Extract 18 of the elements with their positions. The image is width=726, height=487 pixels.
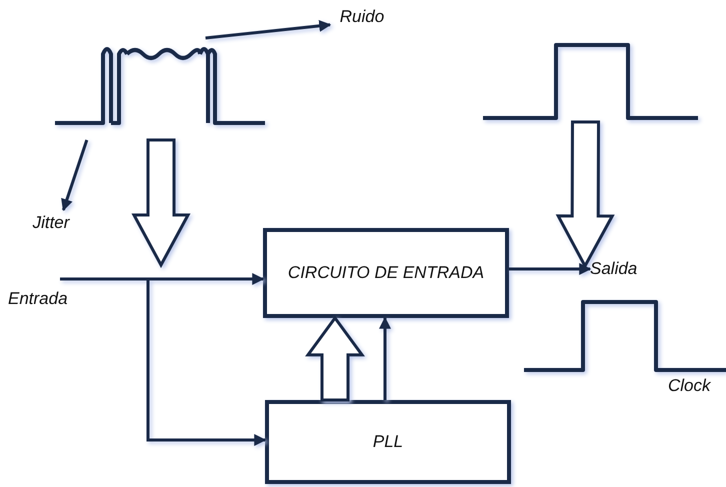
signal-label: Entrada xyxy=(8,289,68,309)
signal-label: Clock xyxy=(668,376,711,396)
annotation-label: Jitter xyxy=(32,213,70,233)
block-arrow xyxy=(556,120,615,270)
arrow xyxy=(509,263,592,275)
leader-line xyxy=(205,20,332,40)
annotation-label: Ruido xyxy=(340,7,384,27)
arrow xyxy=(379,316,391,400)
block-box xyxy=(263,228,509,318)
arrow xyxy=(60,273,264,285)
block-box xyxy=(265,400,511,484)
annotation-label: Salida xyxy=(590,259,638,279)
block-arrow xyxy=(305,315,365,402)
arrow xyxy=(146,279,266,446)
leader-line xyxy=(61,140,88,212)
block-label: CIRCUITO DE ENTRADA xyxy=(288,263,484,283)
block-label: PLL xyxy=(372,432,404,452)
block-arrow xyxy=(131,138,191,268)
